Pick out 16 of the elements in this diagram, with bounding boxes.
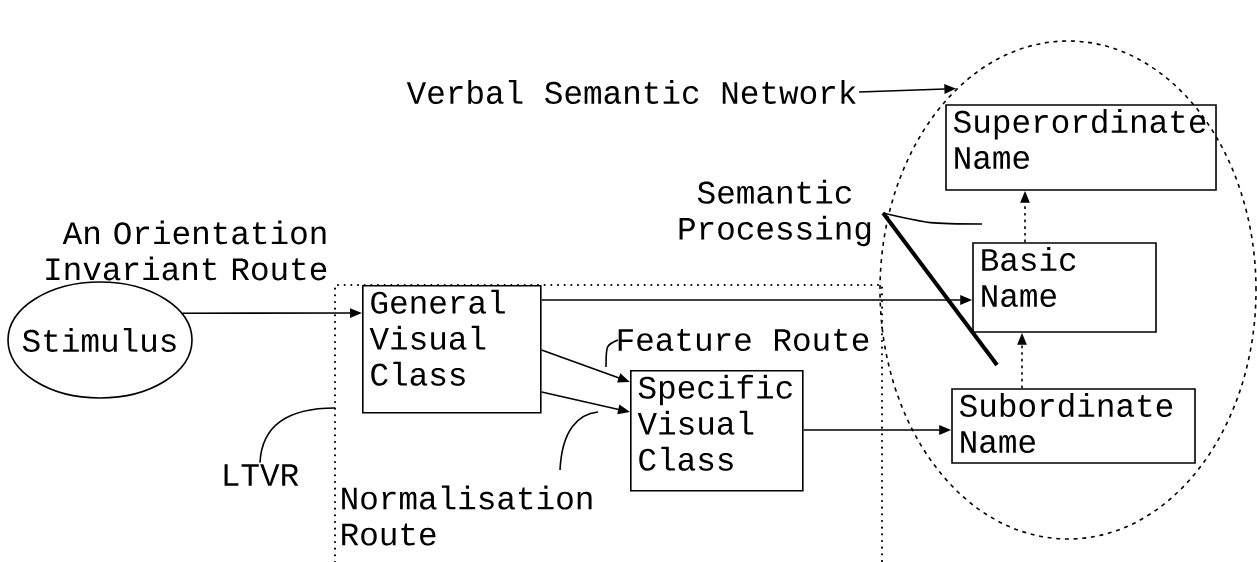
- process-box: Specific Visual Class: [630, 370, 804, 492]
- leader-line: [882, 212, 983, 225]
- edge-label: An Orientation Invariant Route: [46, 220, 327, 281]
- process-box: Subordinate Name: [951, 388, 1196, 464]
- process-box: Basic Name: [972, 242, 1157, 333]
- dashed-ellipse: [879, 40, 1257, 540]
- node-label: LTVR: [224, 464, 299, 486]
- edge-label: Feature Route: [618, 329, 869, 352]
- dotted-region: [333, 283, 884, 562]
- leader-line: [881, 211, 999, 367]
- node-label: Semantic Processing: [679, 179, 871, 247]
- leader-line: [259, 407, 336, 464]
- edge-label: Normalisation Route: [342, 485, 592, 546]
- node-label: Verbal Semantic Network: [406, 80, 856, 104]
- process-box: Superordinate Name: [945, 104, 1217, 191]
- process-box: General Visual Class: [362, 285, 542, 414]
